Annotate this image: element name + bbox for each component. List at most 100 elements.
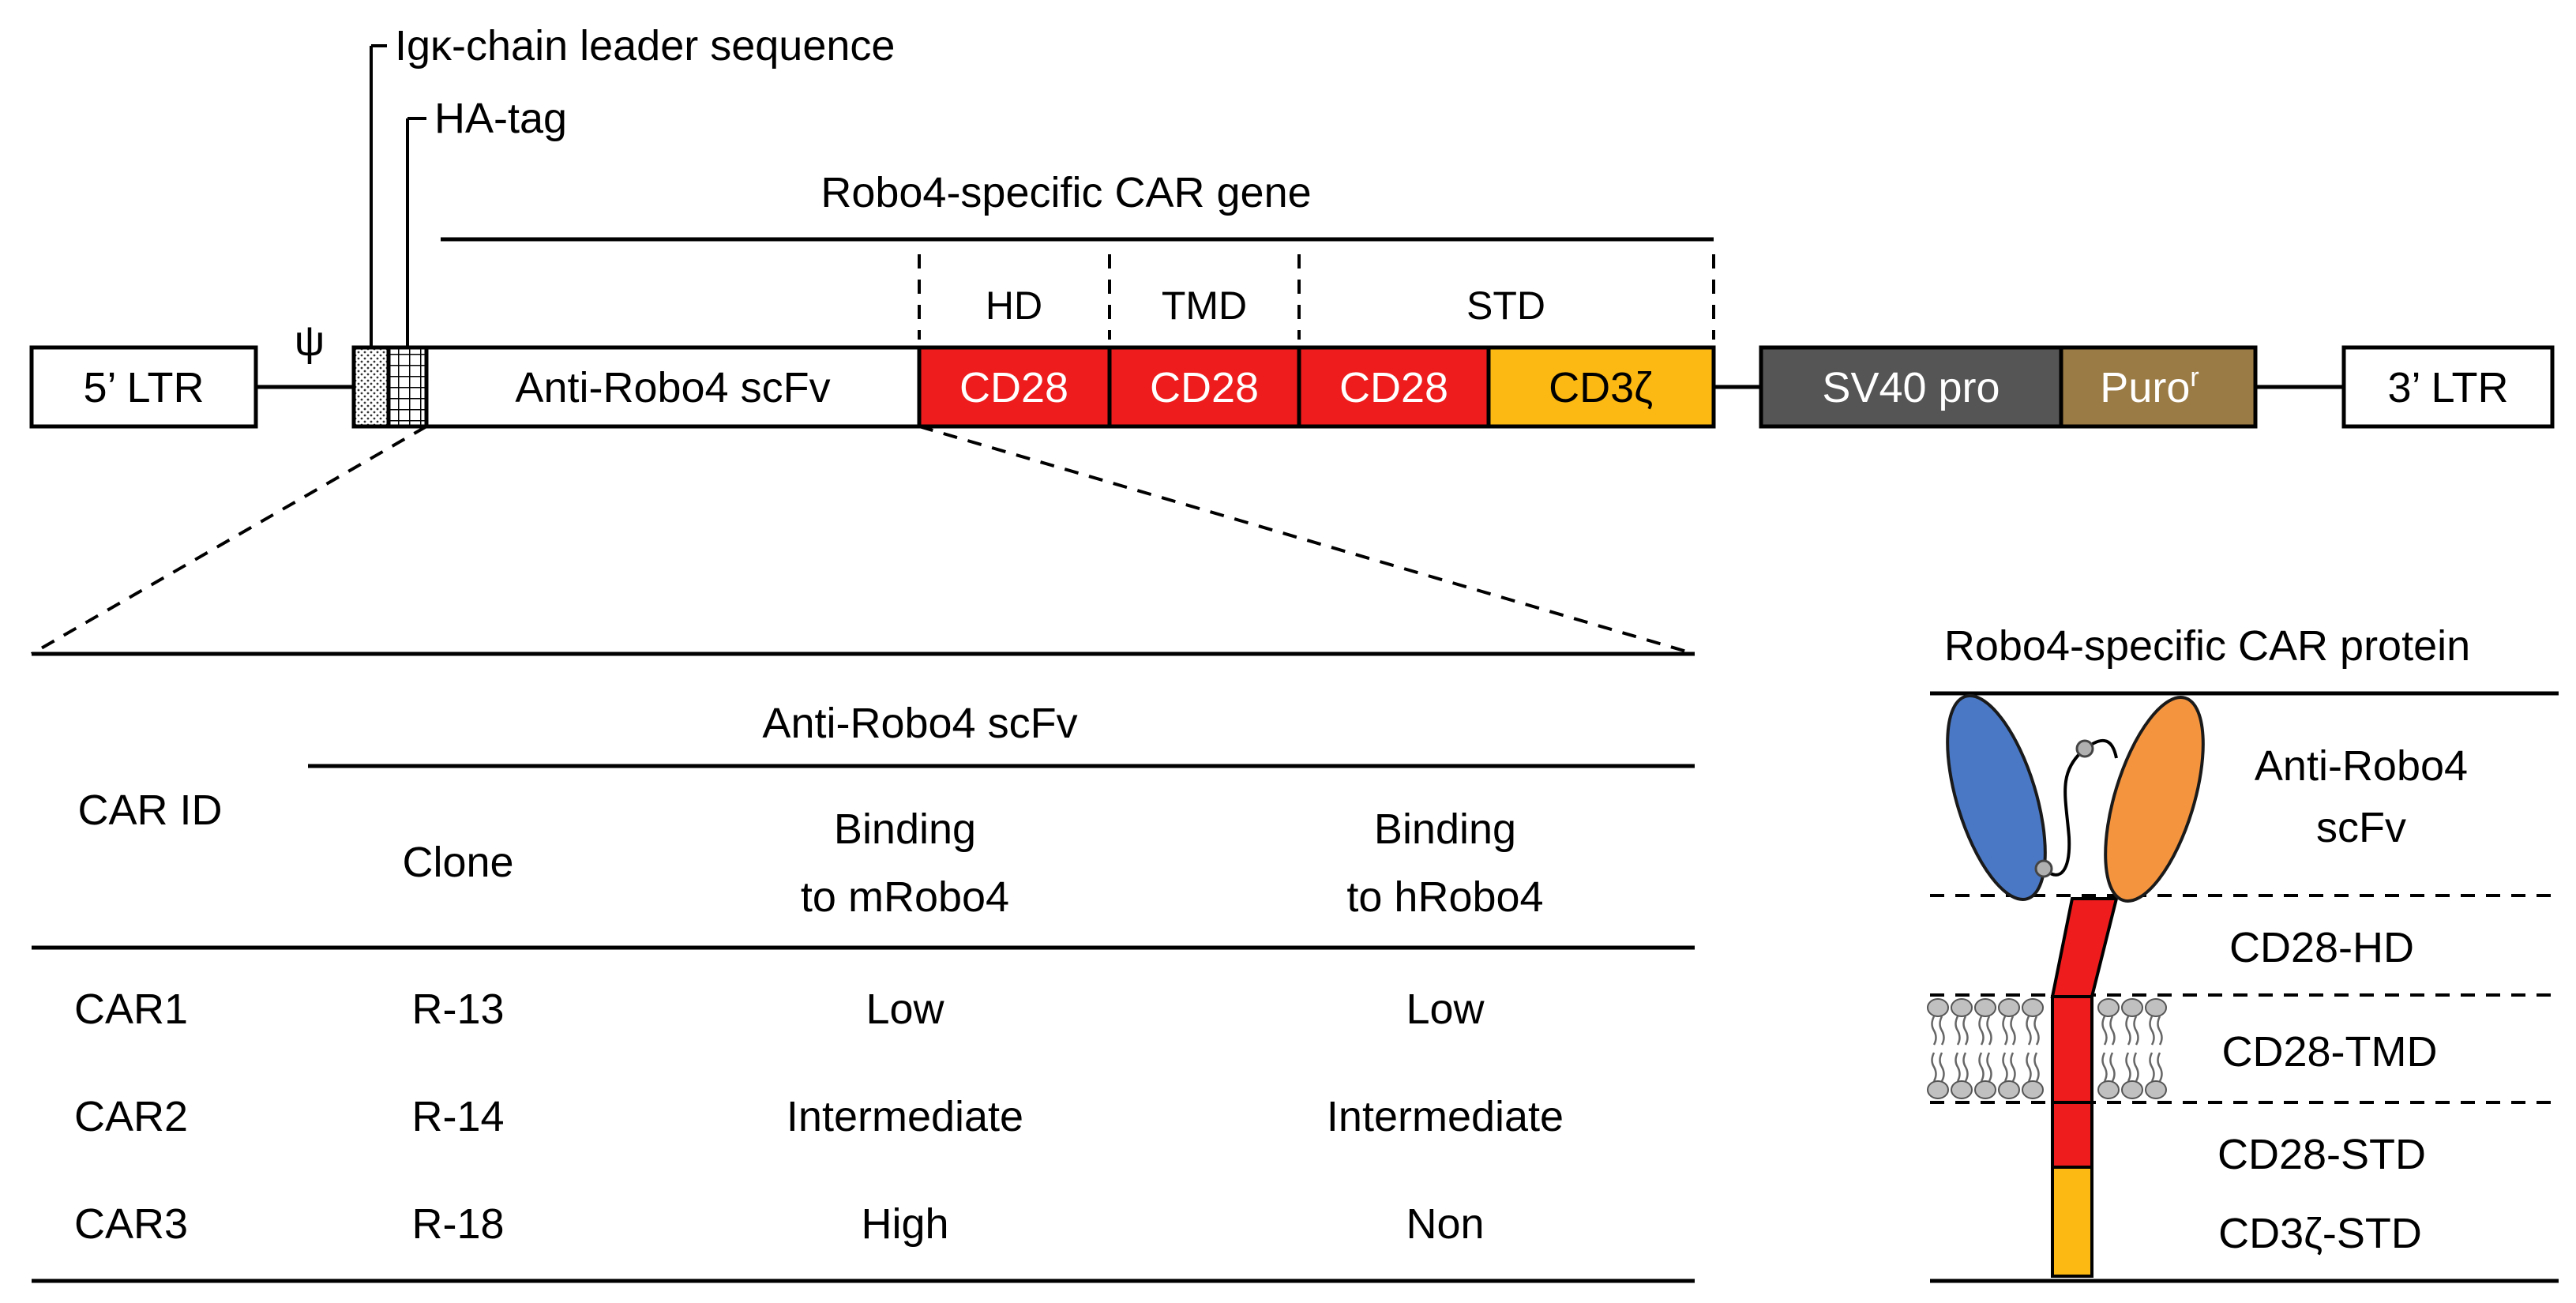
lipid-tail [1931,1052,1945,1082]
table-header-m-line2: to mRobo4 [801,873,1009,921]
lipid-tail [2026,1052,2040,1082]
table-row: CAR1 R-13 Low Low [74,986,1485,1033]
svg-text:R-13: R-13 [411,986,504,1033]
cd28-tmd-segment: CD28 [1107,345,1301,429]
svg-text:5’ LTR: 5’ LTR [83,364,204,411]
leader-sequence-block [351,345,391,429]
puro-resistance-box: Puror [2059,345,2258,429]
lipid-tail [1955,1016,1969,1046]
lipid-head [1927,998,1949,1017]
zoom-line [31,425,427,655]
lipid-head [2121,998,2143,1017]
table-header-h-line2: to hRobo4 [1346,873,1543,921]
lipid-tail [2125,1016,2139,1046]
svg-text:R-14: R-14 [411,1093,504,1140]
protein-scfv-label-line2: scFv [2316,804,2406,851]
cd28-stalk [2051,995,2093,1196]
lipid-head [2022,1080,2044,1099]
protein-title: Robo4-specific CAR protein [1944,622,2470,670]
lipid-head [2097,1080,2120,1099]
table-row: CAR2 R-14 Intermediate Intermediate [74,1093,1564,1140]
cd28-hd-segment: CD28 [917,345,1112,429]
car-protein-schematic: Robo4-specific CAR protein Anti-Robo4 sc… [1927,622,2559,1283]
lipid-tail [2002,1016,2016,1046]
vl-domain [2104,696,2205,903]
svg-text:SV40 pro: SV40 pro [1822,364,2000,411]
linker-end-dot [2075,739,2094,758]
protein-std-label: CD28-STD [2217,1131,2426,1178]
cd28-hinge [2050,897,2119,998]
hatag-callout: HA-tag [406,95,567,347]
svg-text:CAR1: CAR1 [74,986,188,1033]
ltr3-box: 3’ LTR [2341,345,2555,429]
leader-callout: Igκ-chain leader sequence [370,22,895,347]
hatag-block [386,345,429,429]
cd3z-segment: CD3ζ [1486,345,1716,429]
lipid-bilayer [1927,998,2167,1099]
lipid-head [2145,1080,2167,1099]
lipid-tail [2149,1052,2163,1082]
lipid-tail [2026,1016,2040,1046]
svg-text:CAR3: CAR3 [74,1200,188,1248]
lipid-head [1951,998,1973,1017]
psi-label: ψ [295,317,325,365]
protein-hd-label: CD28-HD [2229,924,2414,971]
lipid-tail [2125,1052,2139,1082]
cd3z-stalk [2051,1166,2093,1278]
lipid-head [1974,1080,1996,1099]
lipid-head [1998,998,2020,1017]
hd-domain-label: HD [986,284,1042,328]
svg-text:Non: Non [1406,1200,1484,1248]
svg-text:Intermediate: Intermediate [787,1093,1023,1140]
lipid-head [1927,1080,1949,1099]
lipid-tail [2101,1016,2116,1046]
vh-domain [1946,694,2047,901]
svg-text:3’ LTR: 3’ LTR [2387,364,2508,411]
lipid-tail [2002,1052,2016,1082]
lipid-tail [1931,1016,1945,1046]
svg-text:CD28: CD28 [1150,364,1259,411]
lipid-head [1951,1080,1973,1099]
scfv-box: Anti-Robo4 scFv [424,345,922,429]
table-header-m-line1: Binding [834,805,976,853]
lipid-head [2022,998,2044,1017]
tmd-domain-label: TMD [1162,284,1247,328]
table-group-header: Anti-Robo4 scFv [762,700,1077,747]
svg-text:Intermediate: Intermediate [1327,1093,1564,1140]
svg-text:Puror: Puror [2100,362,2199,411]
lipid-head [1998,1080,2020,1099]
sv40-promoter-box: SV40 pro [1759,345,2063,429]
table-row: CAR3 R-18 High Non [74,1200,1485,1248]
table-header-h-line1: Binding [1374,805,1516,853]
lipid-head [1974,998,1996,1017]
table-header-clone: Clone [402,839,513,886]
protein-scfv-label-line1: Anti-Robo4 [2255,742,2468,790]
leader-sequence-label: Igκ-chain leader sequence [395,22,895,69]
lipid-head [2121,1080,2143,1099]
svg-text:Anti-Robo4 scFv: Anti-Robo4 scFv [515,364,830,411]
scfv-linker [2042,739,2118,877]
lipid-head [2145,998,2167,1017]
lipid-tail [2101,1052,2116,1082]
svg-text:CD28: CD28 [959,364,1068,411]
ltr5-box: 5’ LTR [29,345,258,429]
table-header-car-id: CAR ID [77,787,222,834]
protein-cd3z-label: CD3ζ-STD [2218,1210,2422,1257]
lipid-head [2097,998,2120,1017]
svg-text:CD3ζ: CD3ζ [1549,364,1653,411]
linker-end-dot [2034,859,2053,878]
car-gene-label: Robo4-specific CAR gene [820,169,1311,216]
cd28-std-segment: CD28 [1297,345,1491,429]
svg-text:Low: Low [866,986,944,1033]
protein-tmd-label: CD28-TMD [2221,1028,2437,1076]
svg-text:CAR2: CAR2 [74,1093,188,1140]
scfv-clone-table: Anti-Robo4 scFv CAR ID Clone Binding to … [32,652,1695,1283]
hatag-label: HA-tag [434,95,567,142]
lipid-tail [1978,1016,1992,1046]
svg-text:R-18: R-18 [411,1200,504,1248]
svg-text:Low: Low [1406,986,1485,1033]
std-domain-label: STD [1466,284,1545,328]
zoom-line [918,425,1695,655]
lipid-tail [1955,1052,1969,1082]
